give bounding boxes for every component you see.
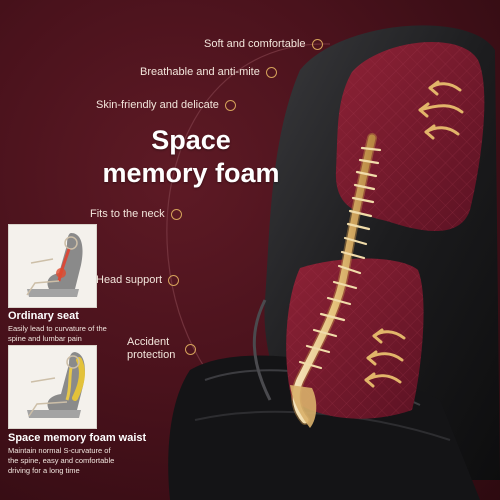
ordinary-seat-illustration bbox=[8, 224, 97, 308]
feature-soft: Soft and comfortable bbox=[204, 38, 323, 50]
ordinary-seat-desc: Easily lead to curvature of the spine an… bbox=[8, 324, 107, 344]
foam-seat-title: Space memory foam waist bbox=[8, 432, 147, 444]
headline: Space memory foam bbox=[76, 124, 306, 190]
ordinary-seat-desc-line: Easily lead to curvature of the bbox=[8, 324, 107, 333]
feature-dot-icon bbox=[170, 208, 182, 220]
headline-line-2: memory foam bbox=[102, 158, 280, 188]
foam-seat-desc-line: driving for a long time bbox=[8, 466, 80, 475]
feature-head-support: Head support bbox=[96, 274, 180, 286]
feature-dot-icon bbox=[311, 38, 323, 50]
feature-accident-protection: Accident protection bbox=[127, 336, 196, 362]
feature-skin-friendly: Skin-friendly and delicate bbox=[96, 99, 236, 111]
feature-label: Fits to the neck bbox=[90, 208, 165, 220]
spine-icon bbox=[290, 133, 382, 428]
foam-seat-illustration bbox=[8, 345, 97, 429]
feature-label: Skin-friendly and delicate bbox=[96, 99, 219, 111]
foam-seat-desc-line: the spine, easy and comfortable bbox=[8, 456, 115, 465]
feature-dot-icon bbox=[185, 343, 196, 355]
foam-seat-desc: Maintain normal S-curvature of the spine… bbox=[8, 446, 114, 476]
feature-dot-icon bbox=[265, 66, 277, 78]
feature-label: Breathable and anti-mite bbox=[140, 66, 260, 78]
feature-neck: Fits to the neck bbox=[90, 208, 182, 220]
headline-line-1: Space bbox=[151, 125, 231, 155]
foam-seat-desc-line: Maintain normal S-curvature of bbox=[8, 446, 111, 455]
ordinary-seat-desc-line: spine and lumbar pain bbox=[8, 334, 82, 343]
feature-label: Head support bbox=[96, 274, 163, 286]
feature-label: Accident protection bbox=[127, 336, 176, 361]
feature-breathable: Breathable and anti-mite bbox=[140, 66, 277, 78]
feature-label: Soft and comfortable bbox=[204, 38, 306, 50]
ordinary-seat-title: Ordinary seat bbox=[8, 310, 79, 322]
feature-dot-icon bbox=[168, 274, 180, 286]
feature-dot-icon bbox=[224, 99, 236, 111]
comfort-arrows-lower bbox=[364, 328, 406, 388]
comfort-arrows-upper bbox=[418, 80, 464, 140]
